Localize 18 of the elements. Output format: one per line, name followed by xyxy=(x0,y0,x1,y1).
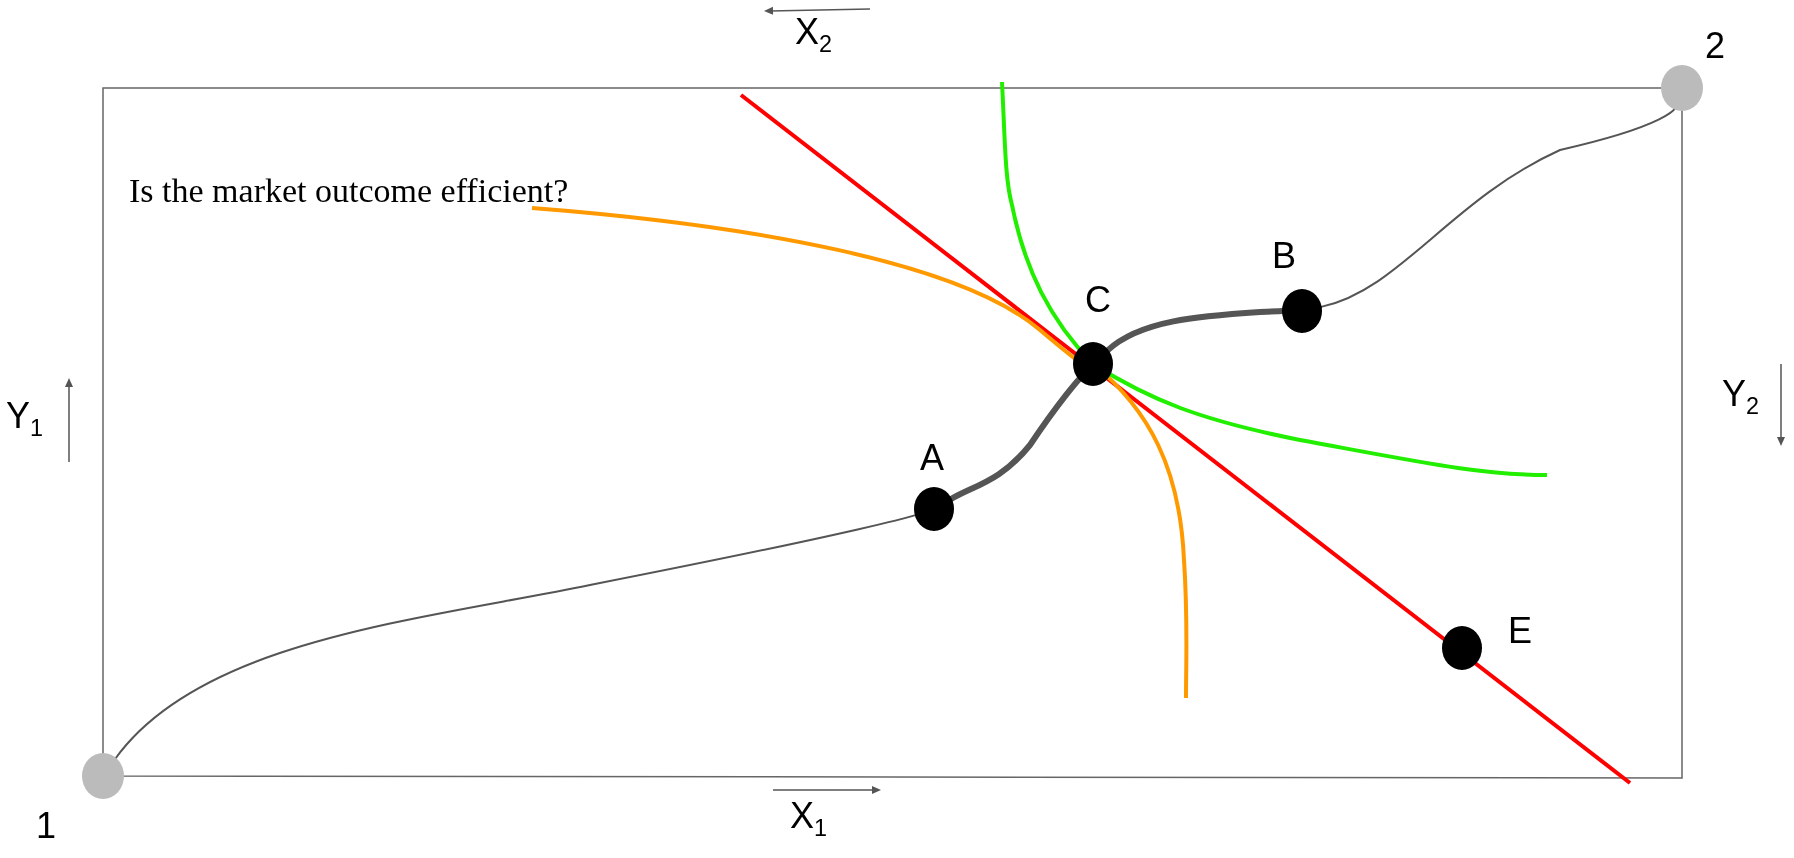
allocation-point xyxy=(1073,342,1113,386)
point-label: E xyxy=(1508,613,1532,649)
axis-label: Y$_{2}$ xyxy=(1722,376,1760,419)
allocation-point xyxy=(914,487,954,531)
contract-curve xyxy=(113,514,917,761)
axis-label: X$_{2}$ xyxy=(795,14,833,57)
axis-label: Y$_{1}$ xyxy=(6,398,44,441)
question-text: Is the market outcome efficient? xyxy=(129,174,569,208)
allocation-point xyxy=(1282,289,1322,333)
point-label: 1 xyxy=(36,808,57,844)
origin-point xyxy=(82,752,124,800)
point-label: B xyxy=(1272,238,1296,274)
allocation-point xyxy=(1442,626,1482,670)
point-label: A xyxy=(920,440,944,476)
point-label: 2 xyxy=(1705,28,1726,64)
point-label: C xyxy=(1085,282,1111,318)
origin-point xyxy=(1661,64,1703,112)
axis-label: X$_{1}$ xyxy=(790,798,828,841)
